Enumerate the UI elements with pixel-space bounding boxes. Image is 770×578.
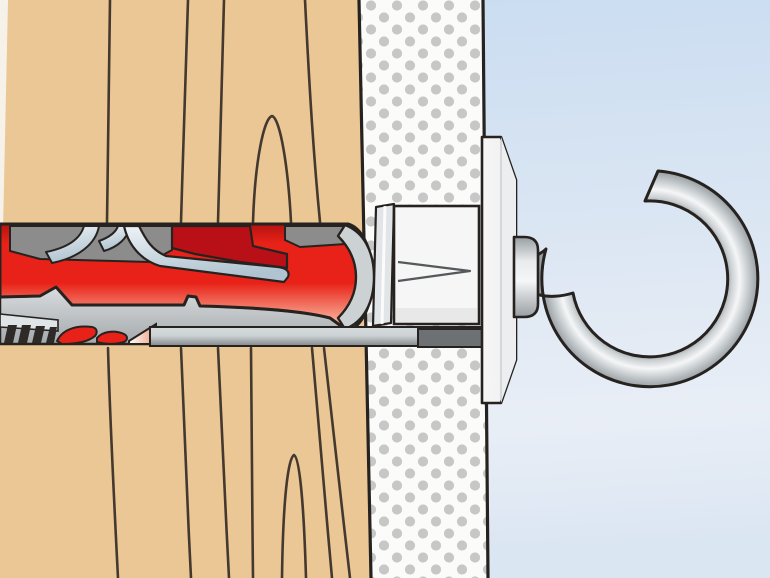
flange-facet xyxy=(501,137,516,403)
hex-edge-seam xyxy=(397,260,472,283)
wood-grain-lines xyxy=(105,0,352,578)
wall-plug xyxy=(0,202,396,346)
cover-flange xyxy=(480,135,518,405)
hook-fixture xyxy=(392,135,518,405)
anchor-flap xyxy=(170,224,289,270)
hex-nut xyxy=(392,204,481,326)
thread-teeth xyxy=(0,313,59,343)
screw-shank-shadow xyxy=(417,328,483,348)
anchor-collar xyxy=(371,202,396,328)
anchor-wing-left xyxy=(55,325,98,346)
screw-shank-cutaway xyxy=(122,224,290,284)
anchor-claw-1 xyxy=(45,225,100,264)
hook-collar-boss xyxy=(512,235,540,319)
round-hook xyxy=(528,169,760,389)
anchor-wing-right xyxy=(96,330,128,345)
anchor-top-gray-right xyxy=(284,225,349,248)
